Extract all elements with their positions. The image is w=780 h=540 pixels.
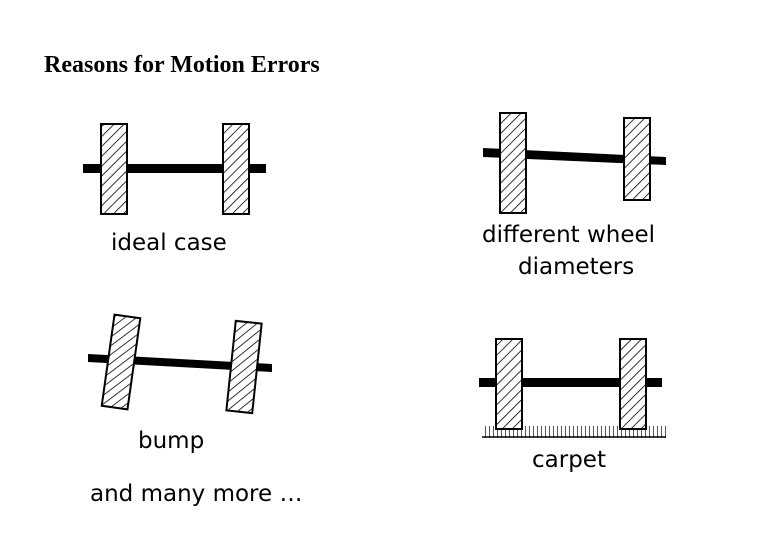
bump-label: bump [138,428,205,454]
tilted-wheel [225,319,263,415]
different-diameters-label-line2: diameters [518,254,635,280]
small-wheel [623,117,651,201]
bump-diagram [88,313,272,415]
different-diameters-label-line1: different wheel [482,222,656,248]
bumped-wheel [100,313,142,411]
ideal-case-label: ideal case [111,230,227,256]
right-wheel [619,338,647,430]
left-wheel [495,338,523,430]
axle [479,378,662,387]
different-diameters-diagram [483,112,666,214]
carpet-diagram [479,338,666,438]
axle [83,164,266,173]
right-wheel [222,123,250,215]
and-many-more-label: and many more … [90,481,303,507]
slide-title: Reasons for Motion Errors [44,52,320,78]
left-wheel [100,123,128,215]
ideal-case-diagram [83,123,266,215]
tilted-axle [483,148,666,165]
large-wheel [499,112,527,214]
carpet-label: carpet [532,447,606,473]
